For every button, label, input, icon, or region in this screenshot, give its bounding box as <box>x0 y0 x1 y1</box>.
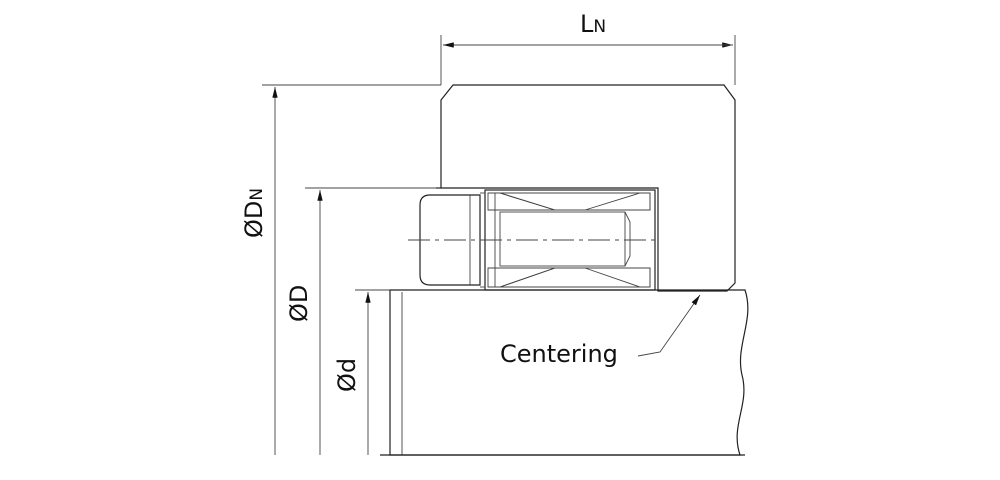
dimension-d <box>305 187 436 455</box>
svg-text:ØDN: ØDN <box>240 188 268 238</box>
screw-head <box>419 194 481 286</box>
label-dn: ØD <box>240 201 268 238</box>
svg-text:LN: LN <box>580 10 606 38</box>
label-d: ØD <box>285 285 313 322</box>
label-ln: L <box>580 10 594 38</box>
shaft <box>389 289 749 456</box>
dimension-ln <box>440 35 736 85</box>
label-ln-sub: N <box>593 17 606 37</box>
hub-section <box>440 84 736 292</box>
dimension-dn <box>262 84 441 455</box>
centering-leader <box>637 294 701 357</box>
label-dn-sub: N <box>247 188 267 201</box>
label-shaft-d: Ød <box>333 358 361 392</box>
label-centering: Centering <box>500 340 618 368</box>
dimension-shaft-d <box>355 289 390 455</box>
